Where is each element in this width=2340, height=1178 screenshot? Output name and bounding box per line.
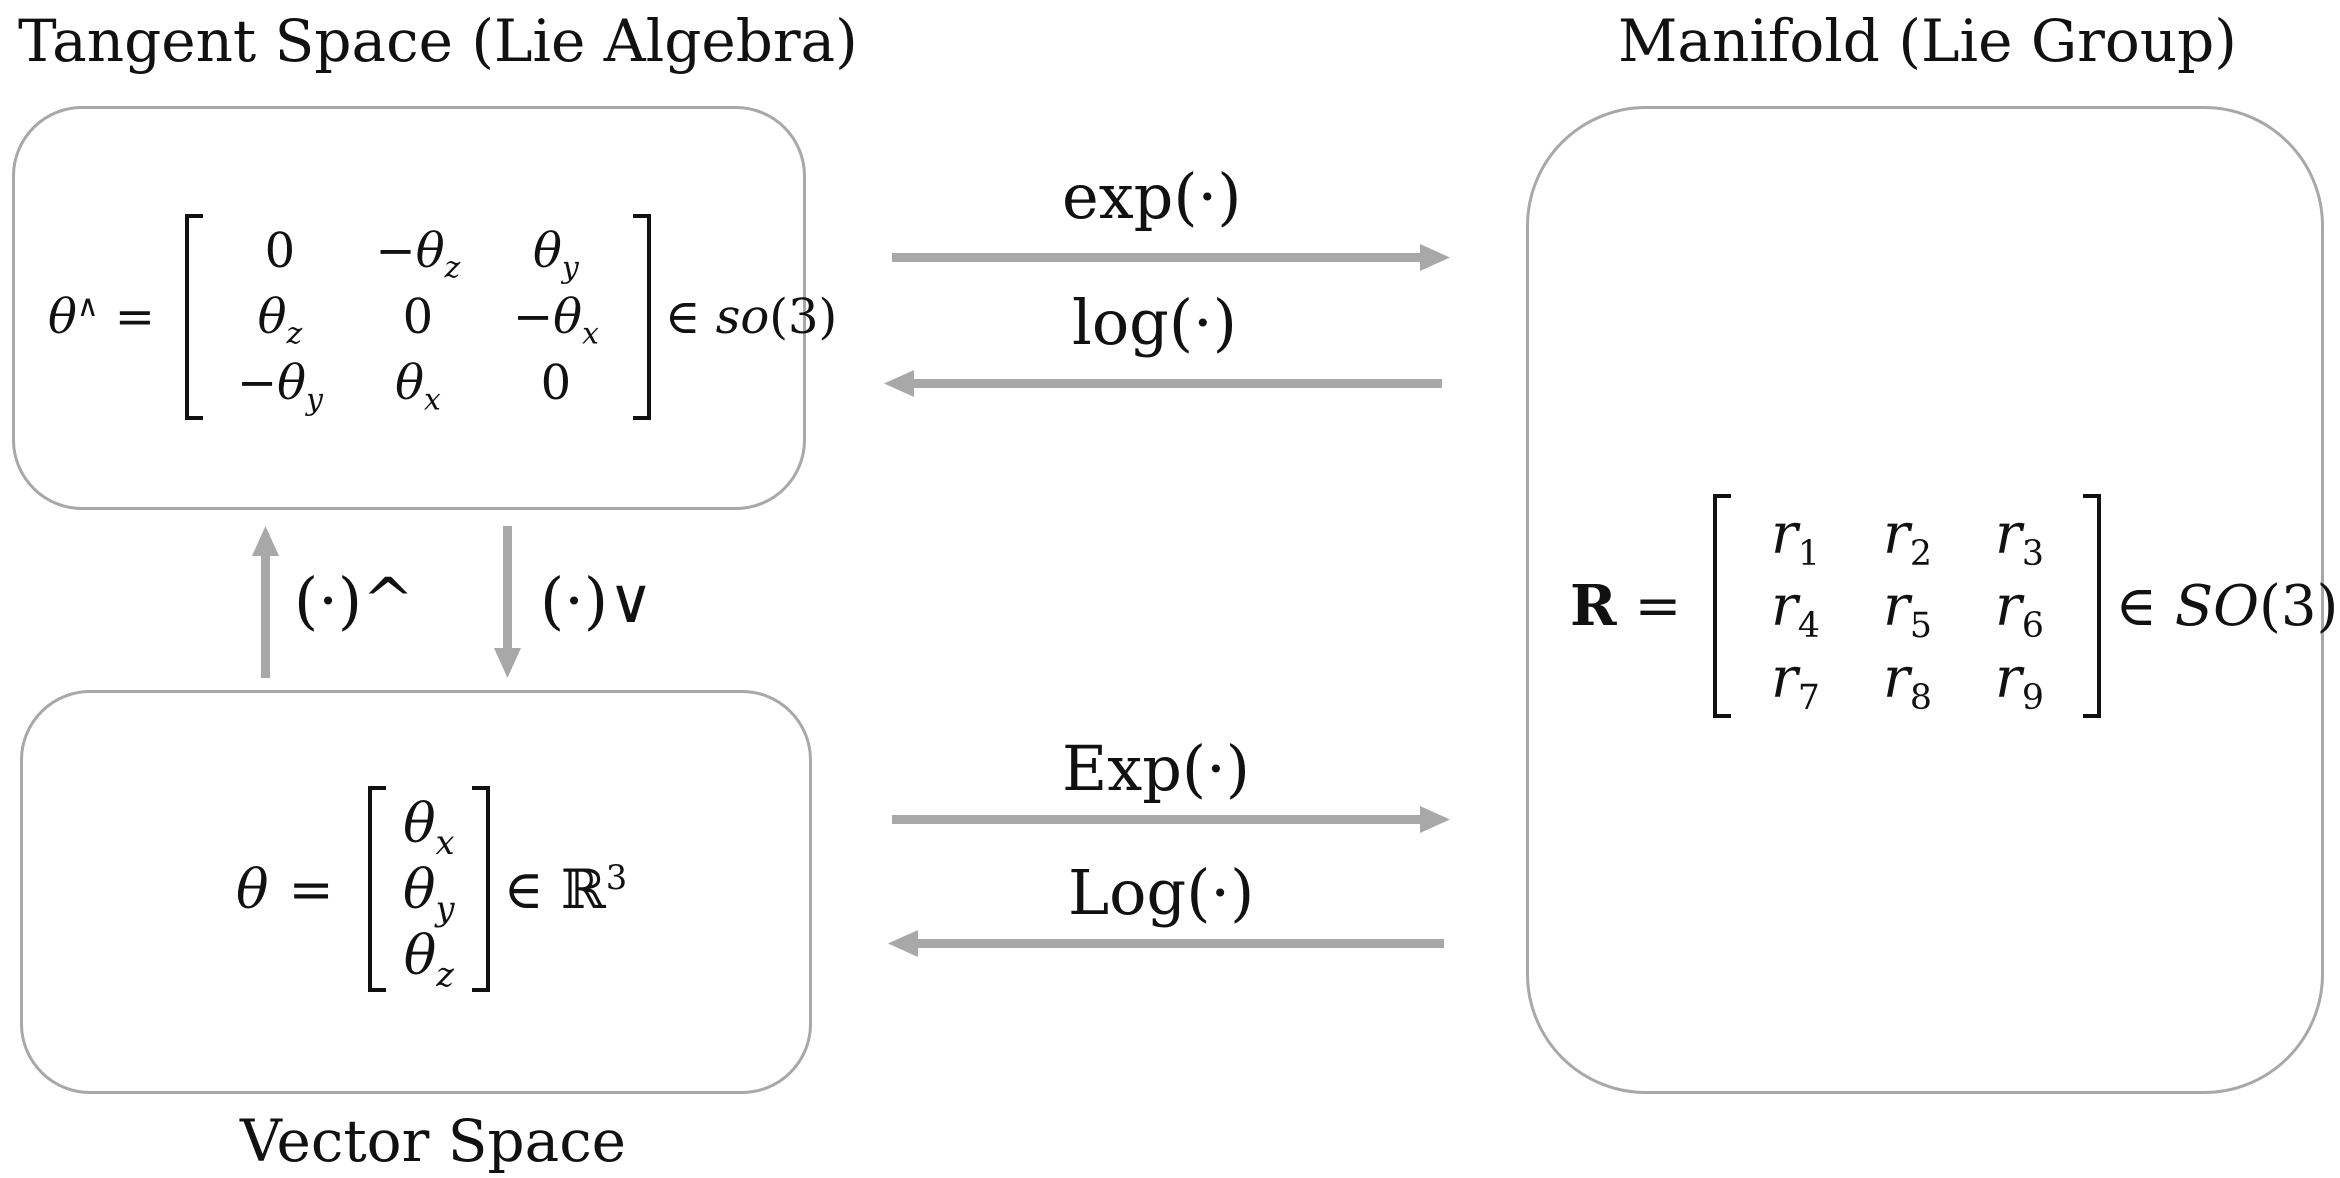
rotation-matrix-symbol: R <box>1570 573 1617 639</box>
log-label: log(·) <box>1072 286 1237 359</box>
so3-equals: = <box>114 289 155 345</box>
rotation-matrix-cell: r7 <box>1771 645 1820 718</box>
so3-matrix-cell: −θx <box>512 289 599 352</box>
manifold-box <box>1526 106 2324 1094</box>
theta-vector-cell: θy <box>403 857 455 928</box>
big-exp-label: Exp(·) <box>1062 732 1250 805</box>
rotation-matrix-cell: r5 <box>1883 573 1932 646</box>
so3-matrix-cell: −θz <box>375 223 461 286</box>
vector-equals: = <box>288 857 334 921</box>
so3-set: ∈ so(3) <box>664 289 838 345</box>
theta-vector-cell: θz <box>403 923 454 994</box>
vector-set: ∈ ℝ3 <box>503 857 628 921</box>
big-log-arrow <box>888 930 1444 957</box>
vector-space-heading: Vector Space <box>240 1107 627 1175</box>
so3-matrix-cell: θy <box>533 223 579 286</box>
group-equation: R = r1 r2 r3 r4 r5 r6 r7 r8 r9 ∈ SO(3) <box>1570 494 2338 718</box>
theta-vector-cell: θx <box>403 791 455 862</box>
hat-label: (·)^ <box>294 564 415 637</box>
so3-matrix-cell: 0 <box>540 355 572 411</box>
rotation-matrix-cell: r4 <box>1771 573 1820 646</box>
vector-lhs: θ <box>236 857 269 921</box>
rotation-matrix-cell: r9 <box>1995 645 2044 718</box>
big-exp-arrow <box>892 806 1450 833</box>
rotation-matrix: r1 r2 r3 r4 r5 r6 r7 r8 r9 <box>1713 494 2102 718</box>
vee-label: (·)∨ <box>540 564 654 637</box>
log-arrow <box>884 370 1442 397</box>
vee-arrow <box>494 526 521 678</box>
rotation-matrix-cell: r8 <box>1883 645 1932 718</box>
group-set: ∈ SO(3) <box>2115 573 2339 639</box>
so3-matrix-cell: −θy <box>236 355 323 418</box>
so3-matrix-cell: θx <box>395 355 441 418</box>
vector-space-box <box>20 690 812 1094</box>
so3-matrix-cell: 0 <box>264 223 296 279</box>
tangent-space-heading: Tangent Space (Lie Algebra) <box>18 7 858 75</box>
rotation-matrix-cell: r1 <box>1771 501 1820 574</box>
group-equals: = <box>1634 573 1682 639</box>
tangent-space-box <box>12 106 806 510</box>
exp-label: exp(·) <box>1062 160 1242 233</box>
exp-arrow <box>892 244 1450 271</box>
big-log-label: Log(·) <box>1068 856 1255 929</box>
so3-lhs: θ∧ <box>48 289 99 345</box>
rotation-matrix-cell: r2 <box>1883 501 1932 574</box>
so3-matrix-cell: 0 <box>402 289 434 345</box>
rotation-matrix-cell: r6 <box>1995 573 2044 646</box>
manifold-heading: Manifold (Lie Group) <box>1618 7 2237 75</box>
so3-matrix-cell: θz <box>257 289 303 352</box>
rotation-matrix-cell: r3 <box>1995 501 2044 574</box>
hat-arrow <box>252 526 279 678</box>
